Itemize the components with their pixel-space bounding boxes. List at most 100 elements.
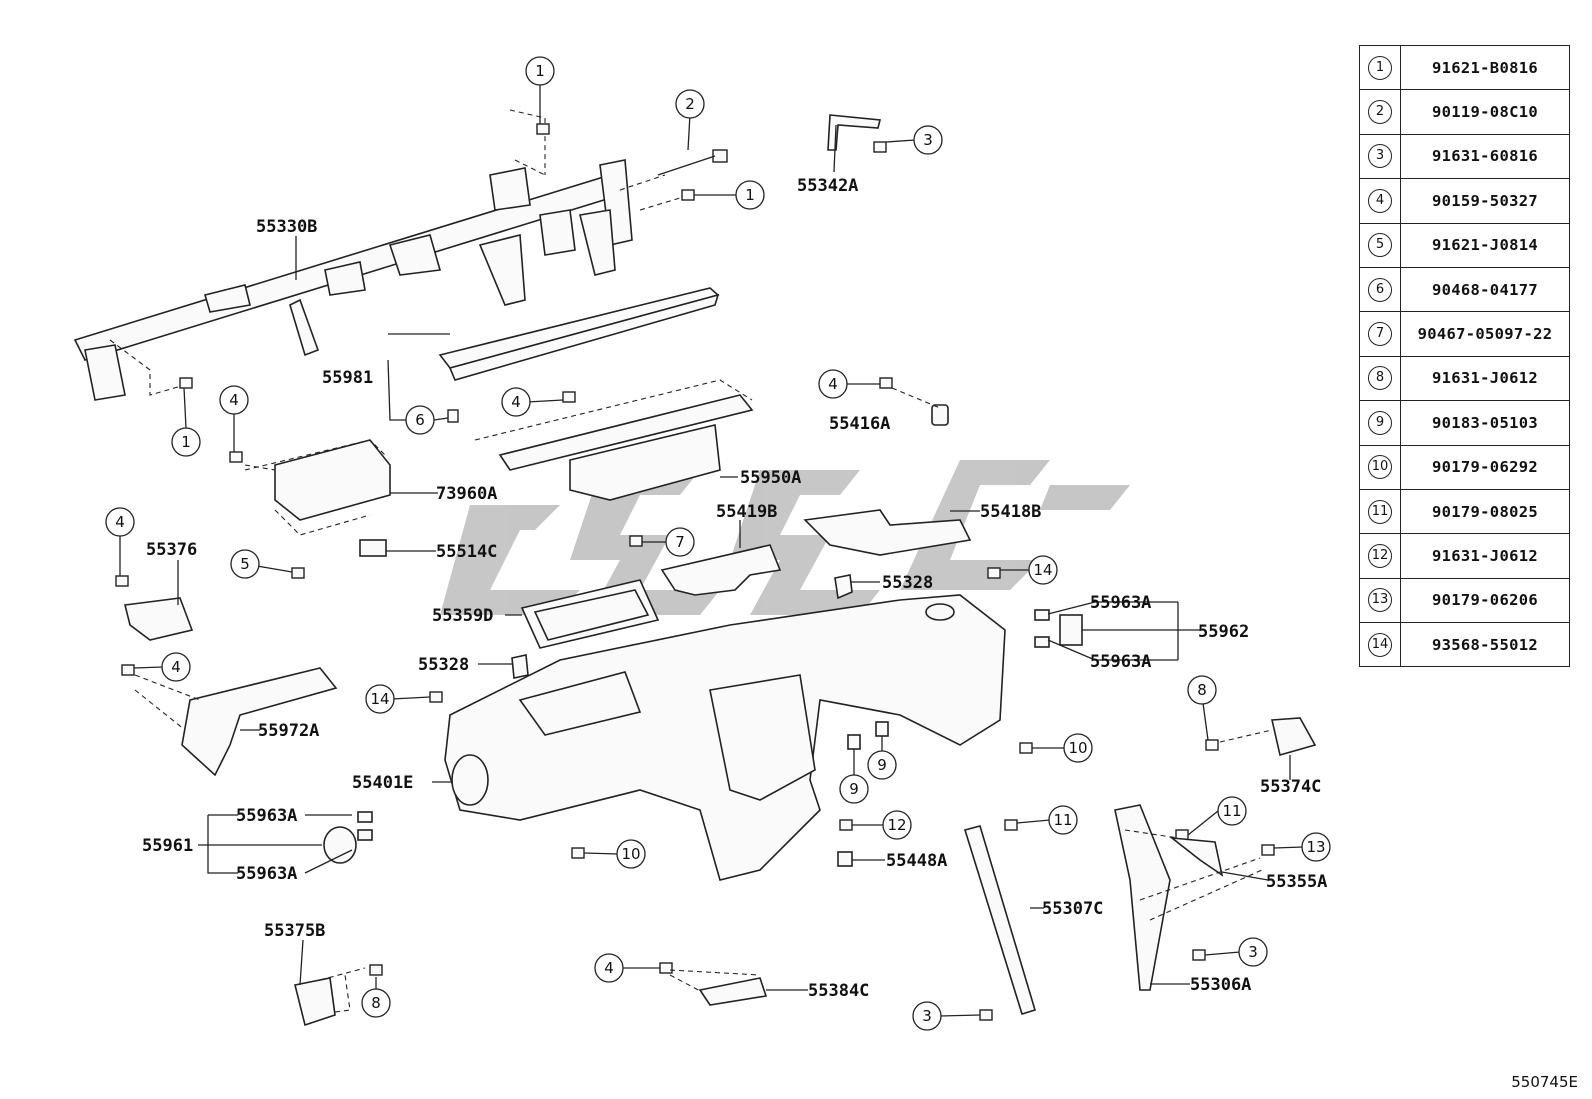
callout: 9 xyxy=(839,774,869,804)
legend-row: 8 91631-J0612 xyxy=(1359,355,1570,402)
svg-text:4: 4 xyxy=(511,393,521,411)
part-label: 55375B xyxy=(264,921,325,941)
part-label: 55963A xyxy=(236,864,297,884)
part-label: 55963A xyxy=(1090,593,1151,613)
legend-row: 4 90159-50327 xyxy=(1359,178,1570,224)
callout: 1 xyxy=(735,180,765,210)
svg-text:10: 10 xyxy=(621,845,640,863)
clip-9-b xyxy=(875,721,889,737)
callout: 12 xyxy=(882,810,912,840)
part-label: 55342A xyxy=(797,176,858,196)
part-label: 55328 xyxy=(882,573,933,593)
callout: 4 xyxy=(818,369,848,399)
callout: 2 xyxy=(675,89,705,119)
legend-index-number: 6 xyxy=(1368,277,1392,302)
callout: 11 xyxy=(1048,805,1078,835)
bracket-55376 xyxy=(124,597,194,641)
duct-55972a xyxy=(181,667,338,777)
register-55962 xyxy=(1034,609,1083,648)
bracket-55384c xyxy=(698,977,768,1006)
svg-text:13: 13 xyxy=(1306,838,1325,856)
clip-9-a xyxy=(847,734,861,750)
part-label: 55950A xyxy=(740,468,801,488)
legend-index-cell: 12 xyxy=(1359,533,1401,579)
pad-55419b xyxy=(660,544,782,596)
part-label: 55962 xyxy=(1198,622,1249,642)
part-label: 55972A xyxy=(258,721,319,741)
legend-index-number: 14 xyxy=(1368,632,1392,657)
legend-index-number: 8 xyxy=(1368,366,1392,391)
callout: 10 xyxy=(1063,733,1093,763)
defroster-nozzle-55981 xyxy=(438,287,720,381)
legend-part-code: 91621-B0816 xyxy=(1400,44,1570,91)
callout: 7 xyxy=(665,527,695,557)
legend-part-code: 90159-50327 xyxy=(1400,178,1570,224)
svg-text:3: 3 xyxy=(923,131,933,149)
legend-part-code: 91631-J0612 xyxy=(1400,355,1570,402)
legend-part-code: 91631-J0612 xyxy=(1400,533,1570,579)
callout: 9 xyxy=(867,750,897,780)
svg-text:8: 8 xyxy=(1197,681,1207,699)
svg-text:4: 4 xyxy=(828,375,838,393)
part-label: 55448A xyxy=(886,851,947,871)
legend-index-cell: 14 xyxy=(1359,622,1401,668)
callout: 13 xyxy=(1301,832,1331,862)
svg-text:3: 3 xyxy=(922,1007,932,1025)
legend-part-code: 90179-08025 xyxy=(1400,488,1570,535)
svg-text:14: 14 xyxy=(370,690,389,708)
svg-text:3: 3 xyxy=(1248,943,1258,961)
callout: 8 xyxy=(1187,675,1217,705)
part-label: 55418B xyxy=(980,502,1041,522)
svg-text:5: 5 xyxy=(240,555,250,573)
part-label: 55355A xyxy=(1266,872,1327,892)
part-label: 55376 xyxy=(146,540,197,560)
callout: 14 xyxy=(365,684,395,714)
legend-index-cell: 13 xyxy=(1359,577,1401,624)
legend-part-code: 90467-05097-22 xyxy=(1400,311,1570,357)
register-55961 xyxy=(323,811,373,864)
legend-index-number: 13 xyxy=(1368,588,1392,613)
clip-55328-lower xyxy=(511,654,529,679)
legend-index-cell: 7 xyxy=(1359,311,1401,357)
legend-index-number: 3 xyxy=(1368,144,1392,169)
legend-index-cell: 3 xyxy=(1359,133,1401,180)
legend-index-number: 1 xyxy=(1368,55,1392,80)
callout: 3 xyxy=(1238,937,1268,967)
part-label: 55384C xyxy=(808,981,869,1001)
legend-index-number: 11 xyxy=(1368,499,1392,524)
legend-index-cell: 11 xyxy=(1359,488,1401,535)
legend-index-cell: 4 xyxy=(1359,178,1401,224)
svg-text:2: 2 xyxy=(685,95,695,113)
bracket-55342a xyxy=(827,114,882,151)
legend-index-cell: 9 xyxy=(1359,400,1401,446)
legend-index-number: 4 xyxy=(1368,188,1392,213)
legend-index-cell: 1 xyxy=(1359,44,1401,91)
callout: 8 xyxy=(361,988,391,1018)
legend-row: 1 91621-B0816 xyxy=(1359,44,1570,91)
part-label: 55416A xyxy=(829,414,890,434)
legend-part-code: 90468-04177 xyxy=(1400,266,1570,313)
callout: 6 xyxy=(405,405,435,435)
legend-part-code: 93568-55012 xyxy=(1400,622,1570,668)
part-label: 55419B xyxy=(716,502,777,522)
legend-part-code: 90179-06206 xyxy=(1400,577,1570,624)
svg-text:4: 4 xyxy=(115,513,125,531)
bracket-55375b xyxy=(294,977,336,1027)
legend-index-cell: 6 xyxy=(1359,266,1401,313)
svg-text:14: 14 xyxy=(1033,561,1052,579)
svg-text:4: 4 xyxy=(229,391,239,409)
part-label: 73960A xyxy=(436,484,497,504)
callout: 4 xyxy=(161,652,191,682)
connector-55514c xyxy=(359,539,387,557)
callout: 3 xyxy=(913,125,943,155)
legend-part-code: 90179-06292 xyxy=(1400,444,1570,490)
part-label: 55306A xyxy=(1190,975,1251,995)
legend-index-cell: 8 xyxy=(1359,355,1401,402)
part-label: 55961 xyxy=(142,836,193,856)
callout: 4 xyxy=(219,385,249,415)
callout: 4 xyxy=(501,387,531,417)
part-label: 55328 xyxy=(418,655,469,675)
